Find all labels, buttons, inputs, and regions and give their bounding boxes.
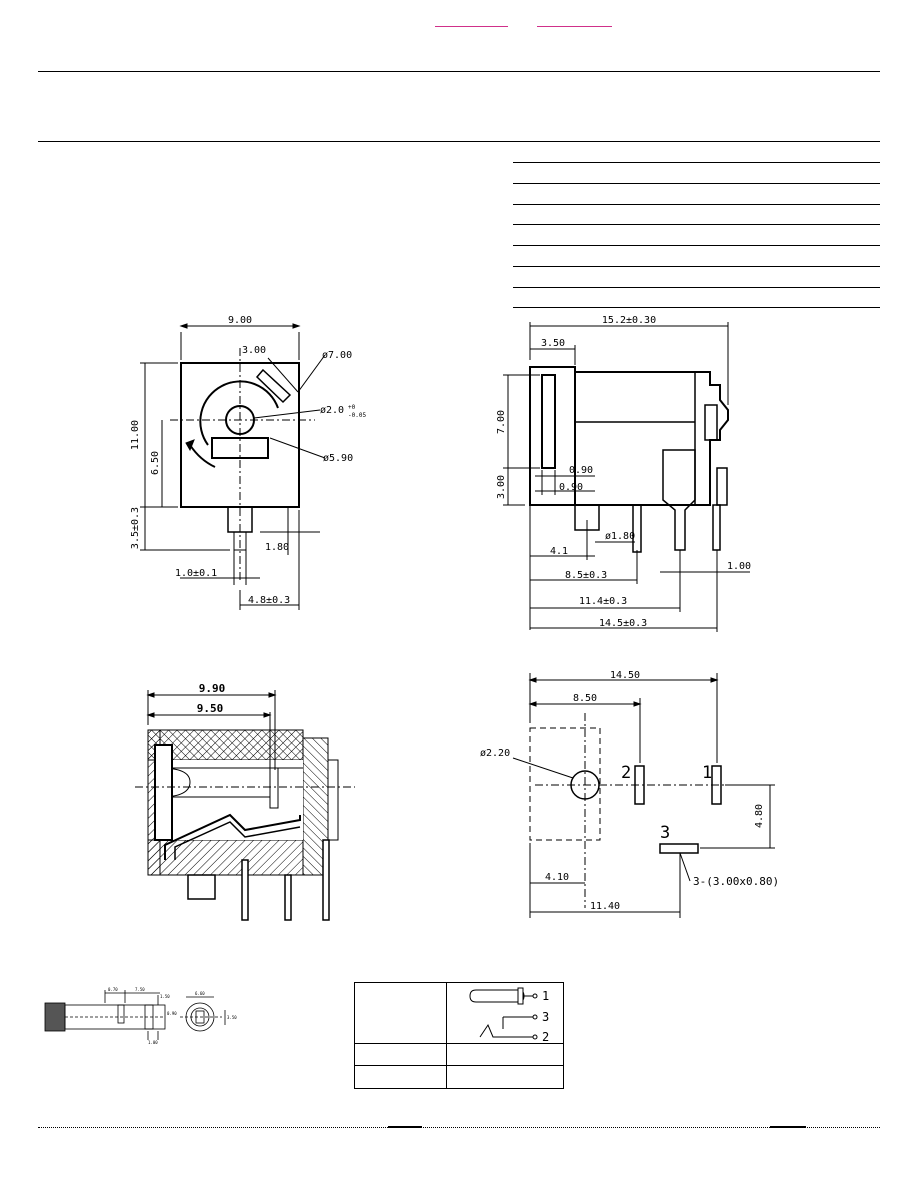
front-offset-top: 3.00 [242, 345, 266, 356]
side-view-drawing: 15.2±0.30 3.50 7.00 3.00 0.90 0.90 4.1 ø… [496, 315, 751, 632]
header-rule-bottom [38, 141, 880, 142]
pcb-pin3-y: 4.80 [754, 804, 765, 828]
section-inner: 9.50 [197, 702, 224, 715]
side-pin-3: 14.5±0.3 [599, 618, 647, 629]
thumb-d2: 7.50 [135, 987, 145, 992]
section-overall: 9.90 [199, 682, 226, 695]
front-pin-pitch: 4.8±0.3 [248, 595, 290, 606]
footer-mark-1 [388, 1126, 422, 1128]
front-leg-height: 3.5±0.3 [130, 507, 141, 549]
header-link-2[interactable] [537, 26, 612, 27]
side-peg-offset: 4.1 [550, 546, 568, 557]
front-dia-pin: ø2.0 [320, 405, 344, 416]
pin-3-label: 3 [542, 1010, 549, 1024]
front-center-height: 6.50 [150, 451, 161, 475]
header-link-1[interactable] [435, 26, 508, 27]
pcb-layout-drawing: 14.50 8.50 ø2.20 2 1 3 4.80 4.10 11.40 3… [480, 670, 779, 918]
footer-mark-2 [770, 1126, 806, 1128]
thumb-d6: 0.90 [167, 1011, 177, 1016]
front-width: 9.00 [228, 315, 252, 326]
thumbnail-drawing: 0.70 7.50 1.50 6.60 3.50 0.90 1.00 [44, 987, 237, 1045]
pin-2-label: 2 [542, 1030, 549, 1044]
pcb-pin2-label: 2 [621, 763, 631, 783]
pcb-width: 14.50 [610, 670, 640, 681]
pin-diagram-table: 1 3 2 [354, 982, 564, 1089]
thumb-d7: 1.00 [148, 1040, 158, 1045]
pin-1-label: 1 [542, 989, 549, 1003]
header-rule-top [38, 71, 880, 72]
front-leg-offset: 1.80 [265, 542, 289, 553]
pcb-hole-dia: ø2.20 [480, 748, 510, 759]
front-dia-pin-tol-plus: +0 [348, 404, 356, 411]
thumb-d5: 3.50 [227, 1015, 237, 1020]
pcb-pin1-label: 1 [702, 763, 712, 783]
pcb-pin3-x: 11.40 [590, 901, 620, 912]
side-front-depth: 3.50 [541, 338, 565, 349]
front-view-drawing: 9.00 3.00 ø7.00 ø2.0 +0 -0.05 ø5.90 11.0… [130, 315, 366, 610]
thumb-d4: 6.60 [195, 991, 205, 996]
side-peg-dia: ø1.80 [605, 531, 635, 542]
side-leg-height: 3.00 [496, 475, 507, 499]
pin-schematic: 1 3 2 [469, 987, 549, 1044]
pcb-pin3-label: 3 [660, 823, 670, 843]
side-pin-2: 11.4±0.3 [579, 596, 627, 607]
side-pin-width: 1.00 [727, 561, 751, 572]
side-pin-1: 8.5±0.3 [565, 570, 607, 581]
front-dia-outer: ø7.00 [322, 350, 352, 361]
pcb-slot-note: 3-(3.00x0.80) [693, 875, 779, 888]
side-length: 15.2±0.30 [602, 315, 656, 326]
front-pin-width: 1.0±0.1 [175, 568, 217, 579]
front-height: 11.00 [130, 420, 141, 450]
pcb-pin2-x: 8.50 [573, 693, 597, 704]
side-wall-2: 0.90 [559, 482, 583, 493]
side-wall-1: 0.90 [569, 465, 593, 476]
front-dia-pin-tol-minus: -0.05 [348, 412, 366, 419]
thumb-d3: 1.50 [160, 994, 170, 999]
thumb-d1: 0.70 [108, 987, 118, 992]
section-view-drawing: 9.90 9.50 [135, 682, 355, 921]
front-dia-inner: ø5.90 [323, 453, 353, 464]
pcb-hole-x: 4.10 [545, 872, 569, 883]
footer-rule [38, 1127, 880, 1128]
side-body-height: 7.00 [496, 410, 507, 434]
